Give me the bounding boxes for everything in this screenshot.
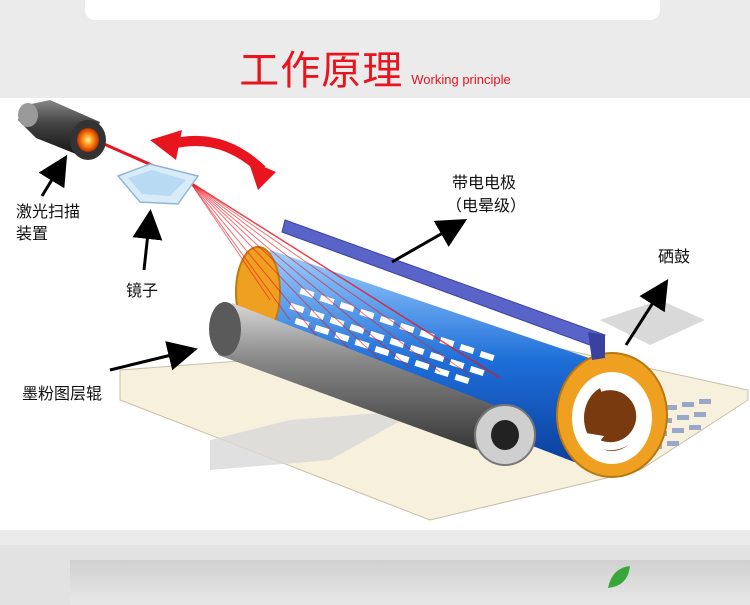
- label-mirror: 镜子: [126, 281, 159, 300]
- page-title: 工作原理: [239, 48, 404, 94]
- label-laser-line2: 装置: [16, 224, 49, 243]
- leaf-icon: [608, 566, 630, 588]
- toner-roller: [209, 302, 536, 466]
- corona-electrode: [281, 219, 606, 360]
- mirror: [116, 163, 200, 205]
- section-header: 工作原理 Working principle: [0, 38, 750, 94]
- label-corona-line2: （电晕级）: [446, 196, 527, 215]
- label-corona-line1: 带电电极: [452, 173, 517, 192]
- top-card: [85, 0, 660, 20]
- bottom-band: [0, 545, 750, 605]
- pointer-arrows: [38, 154, 669, 372]
- rotation-arrow-icon: [589, 382, 645, 451]
- curved-double-arrow-icon: [150, 130, 276, 190]
- laser-scanner: [18, 100, 106, 160]
- laser-glow-icon: [77, 128, 99, 152]
- label-drum: 硒鼓: [658, 247, 691, 266]
- label-toner-roller: 墨粉图层辊: [22, 384, 103, 403]
- laser-beams: [94, 138, 501, 379]
- page-subtitle: Working principle: [411, 72, 511, 87]
- label-laser-line1: 激光扫描: [16, 202, 81, 221]
